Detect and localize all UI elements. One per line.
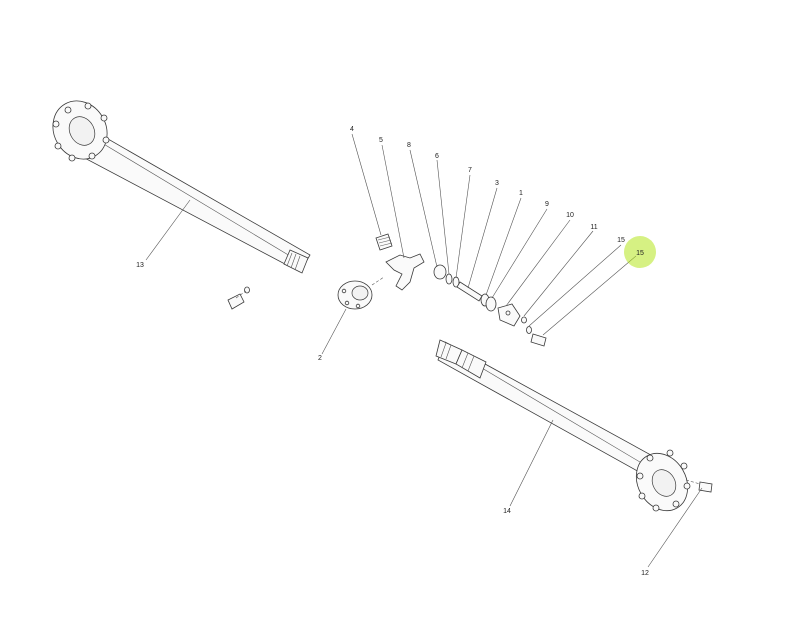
callout-15-plug[interactable]: 15	[636, 250, 644, 257]
stud-bolt-12[interactable]	[685, 479, 713, 493]
shift-fork-5[interactable]	[385, 253, 425, 291]
callout-7[interactable]: 7	[468, 167, 472, 174]
callout-8[interactable]: 8	[407, 142, 411, 149]
spring-4[interactable]	[375, 233, 393, 251]
bushing-8[interactable]	[433, 264, 447, 280]
callout-10[interactable]: 10	[566, 212, 574, 219]
callout-5[interactable]: 5	[379, 137, 383, 144]
axle-shaft-13[interactable]	[42, 91, 311, 274]
callout-4[interactable]: 4	[350, 126, 354, 133]
washer-11[interactable]	[521, 316, 527, 324]
callout-6[interactable]: 6	[435, 153, 439, 160]
selected-callout-highlight	[624, 236, 656, 268]
callout-9[interactable]: 9	[545, 201, 549, 208]
callout-1[interactable]: 1	[519, 190, 523, 197]
callout-12[interactable]: 12	[641, 570, 649, 577]
washer-9[interactable]	[485, 296, 497, 312]
leader-lines	[145, 133, 703, 568]
axle-shaft-14[interactable]	[435, 339, 698, 520]
plug-15[interactable]	[530, 333, 547, 347]
shift-shaft-3[interactable]	[456, 281, 483, 302]
callout-14[interactable]: 14	[503, 508, 511, 515]
callout-11[interactable]: 11	[590, 224, 597, 231]
callout-labels: 4 5 8 6 7 3 1 9 10 11 15 15 13 2 14 12	[136, 126, 649, 577]
o-ring-6[interactable]	[445, 273, 453, 285]
callout-15-oring[interactable]: 15	[617, 237, 625, 244]
cover-plate-10[interactable]	[497, 303, 521, 327]
callout-2[interactable]: 2	[318, 355, 322, 362]
o-ring-15[interactable]	[526, 326, 532, 334]
callout-13[interactable]: 13	[136, 262, 144, 269]
callout-3[interactable]: 3	[495, 180, 499, 187]
differential-cup-2[interactable]	[337, 276, 385, 310]
stud-bolt-left[interactable]	[227, 286, 250, 310]
